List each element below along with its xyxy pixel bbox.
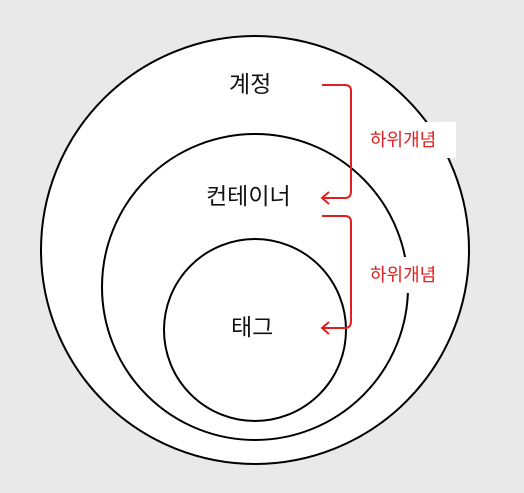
account-circle bbox=[40, 35, 470, 465]
tag-circle bbox=[163, 238, 347, 422]
relation-label-bg-1 bbox=[362, 122, 456, 158]
account-label: 계정 bbox=[229, 72, 272, 98]
arrowhead-to-container bbox=[320, 191, 330, 205]
arrowhead-to-tag bbox=[320, 321, 330, 335]
relation-label-upper: 하위개념 bbox=[370, 130, 437, 151]
bracket-account-to-container bbox=[322, 84, 352, 199]
container-label: 컨테이너 bbox=[206, 184, 291, 210]
bracket-container-to-tag bbox=[322, 215, 352, 329]
relation-label-lower: 하위개념 bbox=[370, 265, 437, 286]
relation-label-bg-2 bbox=[362, 257, 456, 293]
tag-label: 태그 bbox=[231, 315, 274, 341]
